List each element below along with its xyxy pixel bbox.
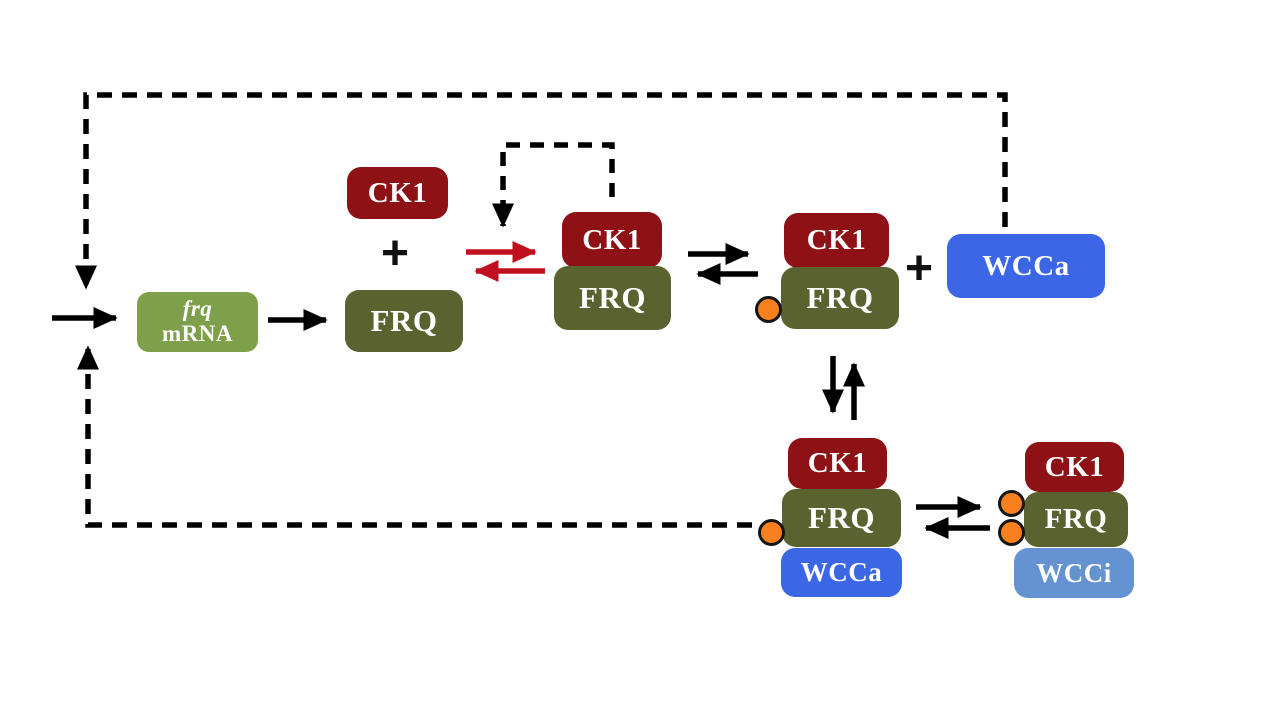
ck1-frq-p-wcca-complex-frq-subunit: FRQ (782, 489, 901, 547)
ck1-frq-complex-ck1-subunit: CK1 (562, 212, 662, 268)
ck1-frq-pp-wcci-complex-wcci-subunit: WCCi (1014, 548, 1134, 598)
frq-subunit-label: FRQ (579, 280, 646, 315)
ck1-free-node: CK1 (347, 167, 448, 219)
ck1-frq-p-wcca-complex-wcca-subunit: WCCa (781, 548, 902, 597)
ck1-subunit-label: CK1 (582, 223, 642, 256)
feedback-dashed-complex-to-transcription (77, 345, 752, 528)
frq-mrna-label-line1: frq (182, 296, 213, 322)
ck1-frq-pp-wcci-complex-frq-subunit: FRQ (1024, 492, 1128, 547)
ck1-frq-p-complex-frq-subunit: FRQ (781, 267, 899, 329)
wcca-subunit-label: WCCa (800, 557, 883, 587)
frq-subunit-label: FRQ (1044, 503, 1108, 535)
wcci-subunit-label: WCCi (1036, 557, 1112, 588)
ck1-subunit-label: CK1 (807, 447, 868, 479)
phosphate-icon (998, 490, 1025, 517)
ck1-subunit-label: CK1 (1044, 450, 1105, 483)
ck1-frq-p-wcca-complex-ck1-subunit: CK1 (788, 438, 887, 489)
ck1-subunit-label: CK1 (806, 224, 867, 256)
ck1-frq-pp-wcci-complex-ck1-subunit: CK1 (1025, 442, 1124, 492)
wcca-free-node: WCCa (947, 234, 1105, 298)
frq-mrna-node: frq mRNA (137, 292, 258, 352)
feedback-dashed-complex-formation (492, 142, 615, 228)
wcca-free-label: WCCa (982, 249, 1070, 282)
frq-subunit-label: FRQ (806, 280, 874, 315)
ck1-frq-complex-frq-subunit: FRQ (554, 266, 671, 330)
frq-subunit-label: FRQ (808, 500, 875, 535)
ck1-frq-p-complex-ck1-subunit: CK1 (784, 213, 889, 268)
plus-sign-2: + (905, 242, 934, 295)
frq-free-label: FRQ (370, 303, 438, 338)
frq-mrna-label-line2: mRNA (162, 321, 233, 346)
phosphate-icon (755, 296, 782, 323)
phosphate-icon (998, 519, 1025, 546)
plus-sign-1: + (381, 227, 410, 280)
ck1-free-label: CK1 (367, 176, 428, 209)
frq-free-node: FRQ (345, 290, 463, 352)
phosphate-icon (758, 519, 785, 546)
